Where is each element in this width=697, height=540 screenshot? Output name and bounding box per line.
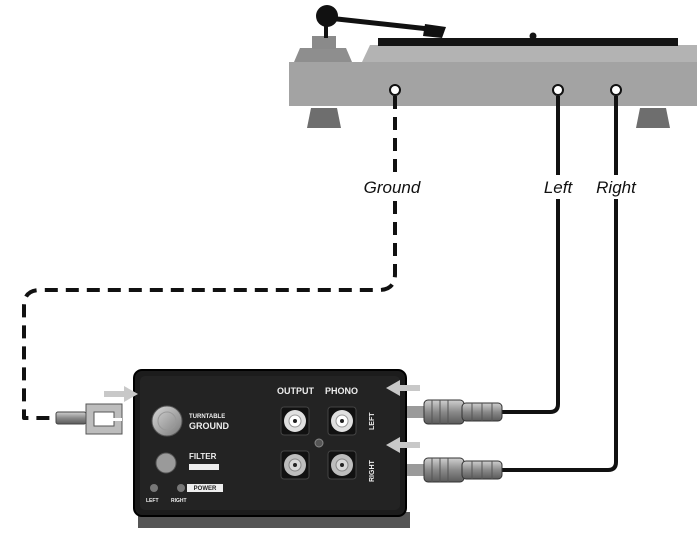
rca-plug-right xyxy=(404,457,503,483)
ground-terminal-knob xyxy=(151,405,183,437)
right-wire xyxy=(498,96,618,472)
output-jack-left xyxy=(280,406,310,436)
ground-text: GROUND xyxy=(189,421,229,431)
output-text: OUTPUT xyxy=(277,386,315,396)
ground-pointer-arrow xyxy=(104,386,138,402)
left-channel-text: LEFT xyxy=(369,412,376,430)
output-jack-right xyxy=(280,450,310,480)
turntable-top-plate xyxy=(362,45,697,62)
tonearm-pivot xyxy=(312,36,336,49)
turntable-foot-left xyxy=(307,108,341,128)
phono-pointer-arrow-bottom xyxy=(386,437,420,453)
turntable-text: TURNTABLE xyxy=(189,414,225,420)
chassis-screw xyxy=(314,438,324,448)
turntable-plinth xyxy=(289,62,697,106)
phono-pointer-arrow-top xyxy=(386,380,420,396)
filter-button xyxy=(155,452,177,474)
led-right-text: RIGHT xyxy=(171,498,187,504)
turntable-left-jack xyxy=(552,84,564,96)
phono-preamp: TURNTABLE GROUND FILTER POWER LEFT RIGHT… xyxy=(133,369,410,528)
rca-plug-left xyxy=(404,399,503,425)
filter-text: FILTER xyxy=(189,452,217,461)
turntable-spindle xyxy=(529,32,537,40)
turntable-right-jack xyxy=(610,84,622,96)
led-left xyxy=(150,484,158,492)
tonearm-base xyxy=(294,48,352,62)
phono-text: PHONO xyxy=(325,386,358,396)
left-label: Left xyxy=(544,178,574,197)
phono-jack-right xyxy=(327,450,357,480)
led-left-text: LEFT xyxy=(146,498,159,504)
ground-spade-connector xyxy=(55,403,123,435)
turntable-foot-right xyxy=(636,108,670,128)
turntable-ground-jack xyxy=(389,84,401,96)
ground-label: Ground xyxy=(364,178,421,197)
power-text: POWER xyxy=(194,486,217,492)
right-label: Right xyxy=(596,178,637,197)
led-right xyxy=(177,484,185,492)
left-wire xyxy=(498,96,560,414)
tonearm xyxy=(325,15,441,33)
right-channel-text: RIGHT xyxy=(369,460,376,483)
tonearm-counterweight xyxy=(316,5,338,27)
filter-indicator xyxy=(189,464,219,470)
turntable xyxy=(289,5,697,128)
phono-jack-left xyxy=(327,406,357,436)
turntable-platter xyxy=(378,38,678,46)
tonearm-headshell xyxy=(423,24,446,38)
